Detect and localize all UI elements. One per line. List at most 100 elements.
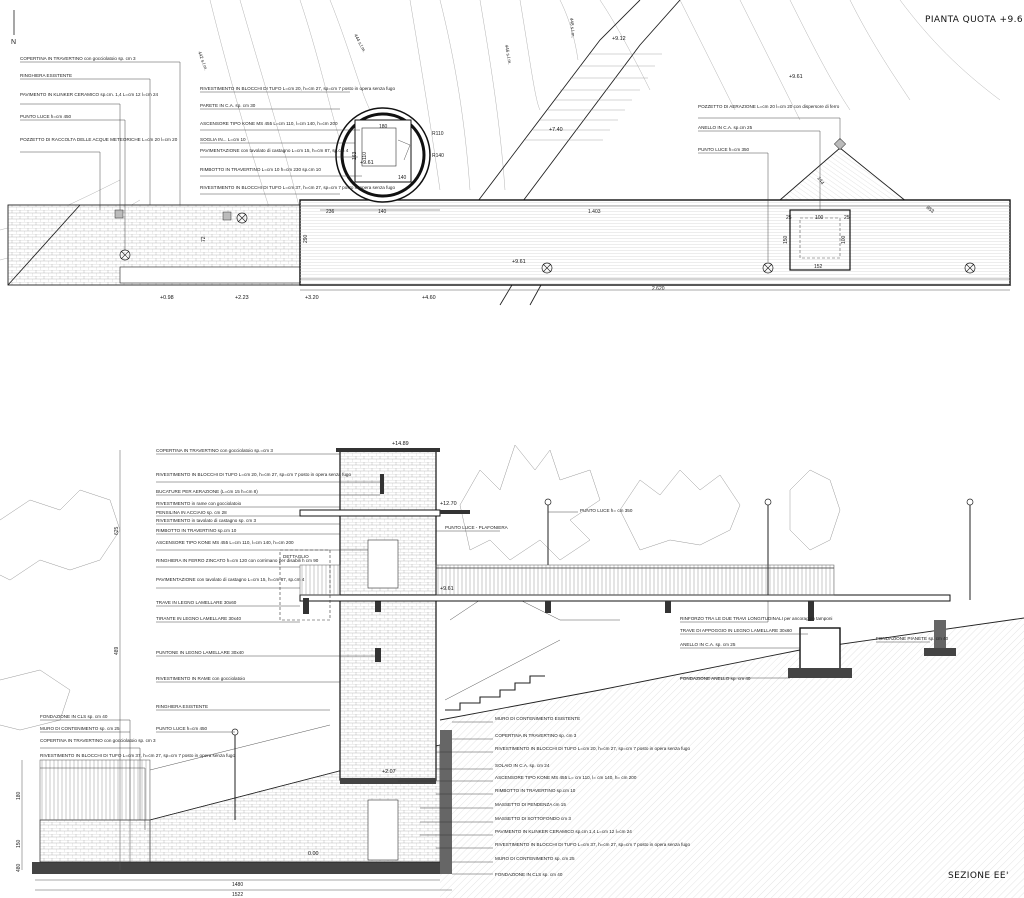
level-label: +9.61 [512, 259, 526, 265]
svg-text:180: 180 [379, 124, 388, 130]
svg-text:RIVESTIMENTO IN BLOCCHI DI TUF: RIVESTIMENTO IN BLOCCHI DI TUFO L=cm 37,… [40, 753, 235, 758]
svg-text:POZZETTO DI AERAZIONE L=cm 20: POZZETTO DI AERAZIONE L=cm 20 l=cm 20 co… [698, 104, 840, 109]
level-label: +12.70 [440, 501, 457, 507]
level-label: +0.98 [160, 295, 174, 301]
svg-text:25: 25 [786, 215, 792, 221]
lamp-posts [231, 498, 974, 820]
svg-text:COPERTINA IN TRAVERTINO sp. cm: COPERTINA IN TRAVERTINO sp. cm 3 [495, 733, 577, 738]
svg-text:100: 100 [841, 235, 847, 244]
section-notes-left: FONDAZIONE IN CLS sp. cm 40 MURO DI CONT… [40, 714, 235, 862]
svg-text:PAVIMENTAZIONE con tavolato di: PAVIMENTAZIONE con tavolato di castagno … [156, 577, 305, 582]
elevator-tower-plan [335, 107, 431, 203]
svg-text:ASCENSORE TIPO KONE MS 455 L=c: ASCENSORE TIPO KONE MS 455 L=cm 110, l=c… [156, 540, 294, 545]
svg-text:100: 100 [815, 215, 824, 221]
svg-text:152: 152 [814, 264, 823, 270]
svg-text:1522: 1522 [232, 892, 243, 898]
contour-label: 444 s.l.m. [353, 33, 367, 53]
svg-text:COPERTINA IN TRAVERTINO con go: COPERTINA IN TRAVERTINO con gocciolatoio… [156, 448, 273, 453]
svg-text:480: 480 [16, 863, 22, 872]
svg-text:MASSETTO DI PENDENZA cm 15: MASSETTO DI PENDENZA cm 15 [495, 802, 566, 807]
svg-text:180: 180 [16, 791, 22, 800]
svg-text:853: 853 [925, 205, 935, 215]
svg-text:RINGHIERA ESISTENTE: RINGHIERA ESISTENTE [20, 73, 72, 78]
svg-text:COPERTINA IN TRAVERTINO con go: COPERTINA IN TRAVERTINO con gocciolatoio… [20, 56, 136, 61]
svg-text:PARETE IN C.A. sp. cm 30: PARETE IN C.A. sp. cm 30 [200, 103, 256, 108]
svg-text:625: 625 [114, 526, 120, 535]
svg-text:RIVESTIMENTO IN BLOCCHI DI TUF: RIVESTIMENTO IN BLOCCHI DI TUFO L=cm 37,… [200, 185, 395, 190]
svg-text:PUNTO LUCE - PLAFONIERA: PUNTO LUCE - PLAFONIERA [445, 525, 509, 530]
svg-text:ASCENSORE TIPO KONE MS 455 L=: ASCENSORE TIPO KONE MS 455 L= cm 110, l=… [495, 775, 637, 780]
svg-text:140: 140 [398, 175, 407, 181]
svg-text:RIVESTIMENTO IN BLOCCHI DI TUF: RIVESTIMENTO IN BLOCCHI DI TUFO L=cm 37,… [495, 842, 690, 847]
tree-silhouettes [0, 444, 841, 731]
svg-text:RIMBOTTO IN TRAVERTINO L=cm 10: RIMBOTTO IN TRAVERTINO L=cm 10 h=cm 230 … [200, 167, 321, 172]
plan-notes-right: POZZETTO DI AERAZIONE L=cm 20 l=cm 20 co… [698, 104, 841, 262]
svg-text:RINFORZO TRA LE DUE TRAVI LONG: RINFORZO TRA LE DUE TRAVI LONGITUDINALI … [680, 616, 832, 621]
svg-text:150: 150 [16, 839, 22, 848]
svg-text:FONDAZIONE PIANETE sp. cm 40: FONDAZIONE PIANETE sp. cm 40 [876, 636, 949, 641]
level-label: +9.61 [440, 586, 454, 592]
svg-text:BUCATURE PER AERAZIONE (L=cm 1: BUCATURE PER AERAZIONE (L=cm 15 h=cm 8) [156, 489, 258, 494]
svg-text:TRAVE DI APPOGGIO IN LEGNO LAM: TRAVE DI APPOGGIO IN LEGNO LAMELLARE 30x… [680, 628, 792, 633]
plan-dimensions: 180 R110 R140 236 140 1.403 290 2.620 25… [201, 124, 1010, 292]
svg-text:MURO DI CONTENIMENTO ESISTENTE: MURO DI CONTENIMENTO ESISTENTE [495, 716, 580, 721]
svg-text:PUNTO LUCE h=cm 450: PUNTO LUCE h=cm 450 [156, 726, 208, 731]
svg-text:MURO DI CONTENIMENTO sp. cm 25: MURO DI CONTENIMENTO sp. cm 25 [40, 726, 120, 731]
svg-text:N: N [11, 39, 16, 46]
level-label: +7.40 [549, 127, 563, 133]
section-notes-base: MURO DI CONTENIMENTO ESISTENTE COPERTINA… [398, 716, 690, 877]
svg-text:DETTAGLIO: DETTAGLIO [283, 554, 309, 559]
svg-text:SOLAIO IN C.A. sp. cm 24: SOLAIO IN C.A. sp. cm 24 [495, 763, 550, 768]
svg-text:FONDAZIONE IN CLS sp. cm 40: FONDAZIONE IN CLS sp. cm 40 [40, 714, 108, 719]
level-label: +14.89 [392, 441, 409, 447]
level-label: +3.20 [305, 295, 319, 301]
hill-ground [440, 618, 1024, 898]
level-label: +9.12 [612, 36, 626, 42]
level-label: +4.60 [422, 295, 436, 301]
svg-text:COPERTINA IN TRAVERTINO con go: COPERTINA IN TRAVERTINO con gocciolatoio… [40, 738, 156, 743]
svg-text:SOGLIA IN... L=cm 10: SOGLIA IN... L=cm 10 [200, 137, 246, 142]
svg-text:RIVESTIMENTO IN RAME con gocci: RIVESTIMENTO IN RAME con gocciolatoio [156, 676, 245, 681]
north-arrow: N [11, 10, 16, 46]
plan-title: PIANTA QUOTA +9.61 [925, 15, 1024, 25]
svg-text:PENSILINA IN ACCIAIO sp. cm 28: PENSILINA IN ACCIAIO sp. cm 28 [156, 510, 227, 515]
plan-view: N PIANTA QUOTA +9.61 442 s.l.m. 444 s.l.… [0, 0, 1024, 306]
svg-text:1480: 1480 [232, 882, 243, 888]
svg-text:ANELLO IN C.A. sp.cm 25: ANELLO IN C.A. sp.cm 25 [698, 125, 753, 130]
level-label: +9.61 [360, 160, 374, 166]
svg-text:FONDAZIONE IN CLS sp. cm 40: FONDAZIONE IN CLS sp. cm 40 [495, 872, 563, 877]
level-label: +9.61 [789, 74, 803, 80]
svg-text:RIVESTIMENTO IN BLOCCHI DI TUF: RIVESTIMENTO IN BLOCCHI DI TUFO L=cm 20,… [200, 86, 395, 91]
svg-text:RIVESTIMENTO in tavolato di ca: RIVESTIMENTO in tavolato di castagno sp.… [156, 518, 256, 523]
svg-text:RINGHIERA IN FERRO ZINCATO h=c: RINGHIERA IN FERRO ZINCATO h=cm 120 con … [156, 558, 319, 563]
svg-text:ASCENSORE TIPO KONE MS 455 L=c: ASCENSORE TIPO KONE MS 455 L=cm 110, l=c… [200, 121, 338, 126]
svg-text:1.403: 1.403 [588, 209, 601, 215]
retaining-wall [440, 730, 452, 874]
svg-text:RIMBOTTO IN TRAVERTINO sp.cm 1: RIMBOTTO IN TRAVERTINO sp.cm 10 [156, 528, 237, 533]
section-title: SEZIONE EE' [948, 871, 1009, 881]
svg-text:PUNTO LUCE h=cm 450: PUNTO LUCE h=cm 450 [20, 114, 72, 119]
svg-text:R140: R140 [432, 153, 444, 159]
svg-text:RIVESTIMENTO in rame con gocci: RIVESTIMENTO in rame con gocciolatoio [156, 501, 242, 506]
section-notes-upper: PUNTO LUCE h= cm 350 PUNTO LUCE - PLAFON… [283, 508, 633, 559]
svg-text:PUNTO LUCE h= cm 350: PUNTO LUCE h= cm 350 [580, 508, 633, 513]
ring-foundation [788, 620, 956, 678]
svg-text:144: 144 [815, 176, 825, 186]
svg-text:POZZETTO DI RACCOLTA DELLE ACQ: POZZETTO DI RACCOLTA DELLE ACQUE METEORI… [20, 137, 178, 142]
plan-markers [114, 137, 976, 274]
level-label: 0.00 [308, 851, 319, 857]
contour-label: 446 s.l.m. [504, 44, 512, 64]
elevator-tower-section [336, 448, 440, 861]
stair-ramp [474, 0, 681, 306]
plan-notes-left: COPERTINA IN TRAVERTINO con gocciolatoio… [20, 56, 181, 250]
svg-text:PUNTONE IN LEGNO LAMELLARE 30x: PUNTONE IN LEGNO LAMELLARE 30x40 [156, 650, 244, 655]
foundation-slab [32, 862, 452, 874]
section-notes-right: RINFORZO TRA LE DUE TRAVI LONGITUDINALI … [680, 601, 949, 681]
svg-text:236: 236 [326, 209, 335, 215]
svg-text:PAVIMENTO IN KLINKER CERAMICO: PAVIMENTO IN KLINKER CERAMICO sp.cm. 1,4… [20, 92, 159, 97]
level-label: +2.23 [235, 295, 249, 301]
bridge-section [279, 549, 951, 621]
svg-text:ANELLO IN C.A. sp. cm 25: ANELLO IN C.A. sp. cm 25 [680, 642, 736, 647]
svg-text:R110: R110 [432, 131, 444, 137]
